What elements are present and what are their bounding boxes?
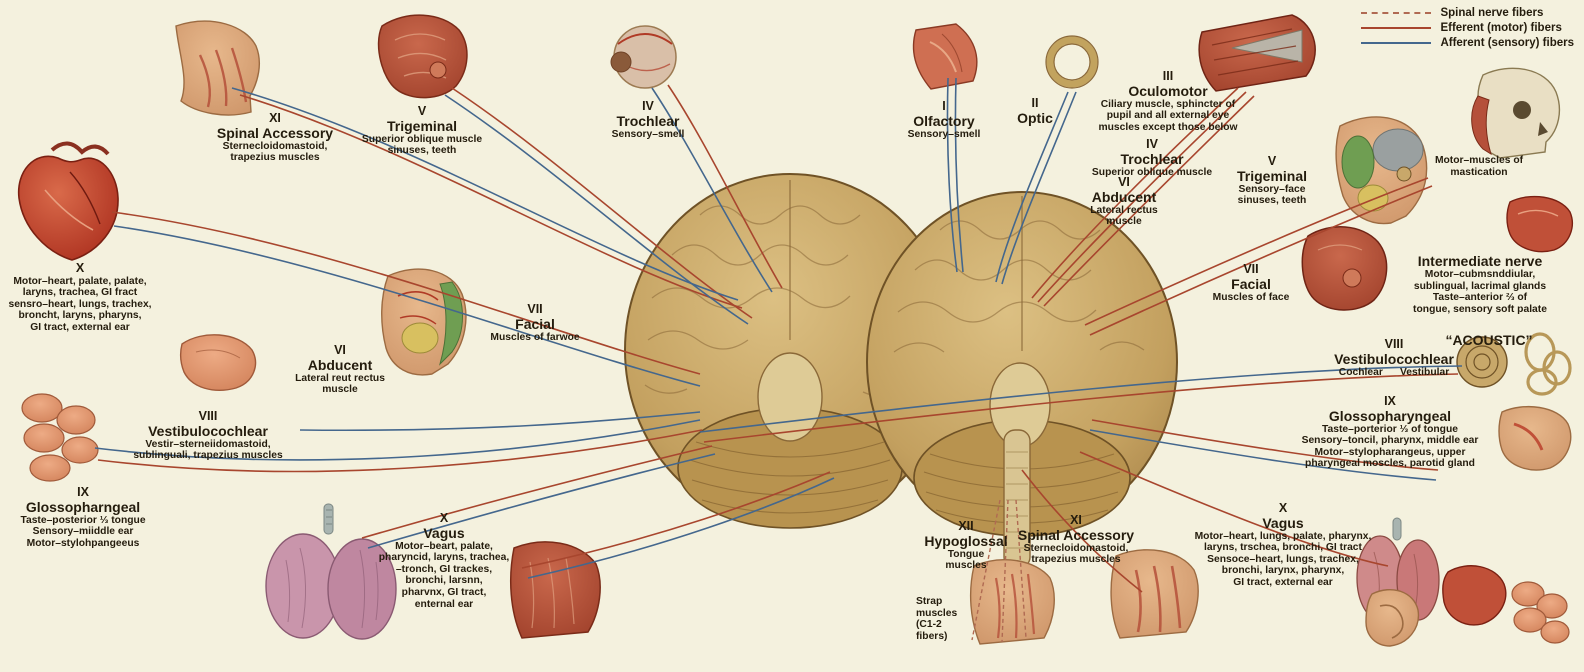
optic-ring-illustration	[1045, 35, 1099, 89]
brain-left-illustration	[624, 173, 956, 529]
nasal-section-illustration	[912, 23, 978, 90]
spinal-cord-illustration	[1003, 429, 1031, 569]
stomach-right-illustration	[1442, 565, 1507, 626]
spinal-nerve-dashed-lines	[971, 499, 1027, 643]
mouth-tongue-illustration	[1506, 195, 1573, 253]
eye-muscles-illustration	[1198, 14, 1316, 92]
skull-illustration	[1471, 67, 1561, 159]
neck-right-illustration	[1110, 549, 1199, 639]
lungs-left-illustration	[265, 503, 397, 640]
muscle-head-top-illustration	[377, 14, 468, 99]
legend-label: Spinal nerve fibers	[1440, 6, 1544, 19]
sectioned-face-left-illustration	[381, 268, 467, 376]
nose-right-illustration	[1498, 405, 1572, 471]
legend-label: Afferent (sensory) fibers	[1440, 36, 1574, 49]
eyeball-illustration	[610, 25, 677, 89]
heart-illustration	[17, 141, 119, 261]
legend-row: Afferent (sensory) fibers	[1361, 35, 1574, 50]
legend-row: Spinal nerve fibers	[1361, 5, 1574, 20]
cochlea-illustration	[1456, 336, 1508, 388]
intestine-right-illustration	[1511, 581, 1570, 644]
semicircular-canals-illustration	[1524, 332, 1572, 396]
legend-line-sample	[1361, 11, 1432, 14]
legend-label: Efferent (motor) fibers	[1440, 21, 1562, 34]
ear-right-illustration	[1365, 589, 1420, 647]
brain-right-illustration	[866, 191, 1178, 569]
stomach-left-illustration	[179, 334, 257, 391]
legend-row: Efferent (motor) fibers	[1361, 20, 1574, 35]
intestines-left-illustration	[21, 393, 99, 482]
muscle-face-right-illustration	[1301, 226, 1388, 311]
neck-bottom-left-illustration	[510, 541, 601, 639]
nerve-fiber-lines	[94, 77, 1463, 643]
neck-center-illustration	[969, 559, 1055, 645]
legend-line-sample	[1361, 41, 1432, 44]
neck-head-top-left-illustration	[175, 20, 260, 116]
legend-line-sample	[1361, 26, 1432, 29]
